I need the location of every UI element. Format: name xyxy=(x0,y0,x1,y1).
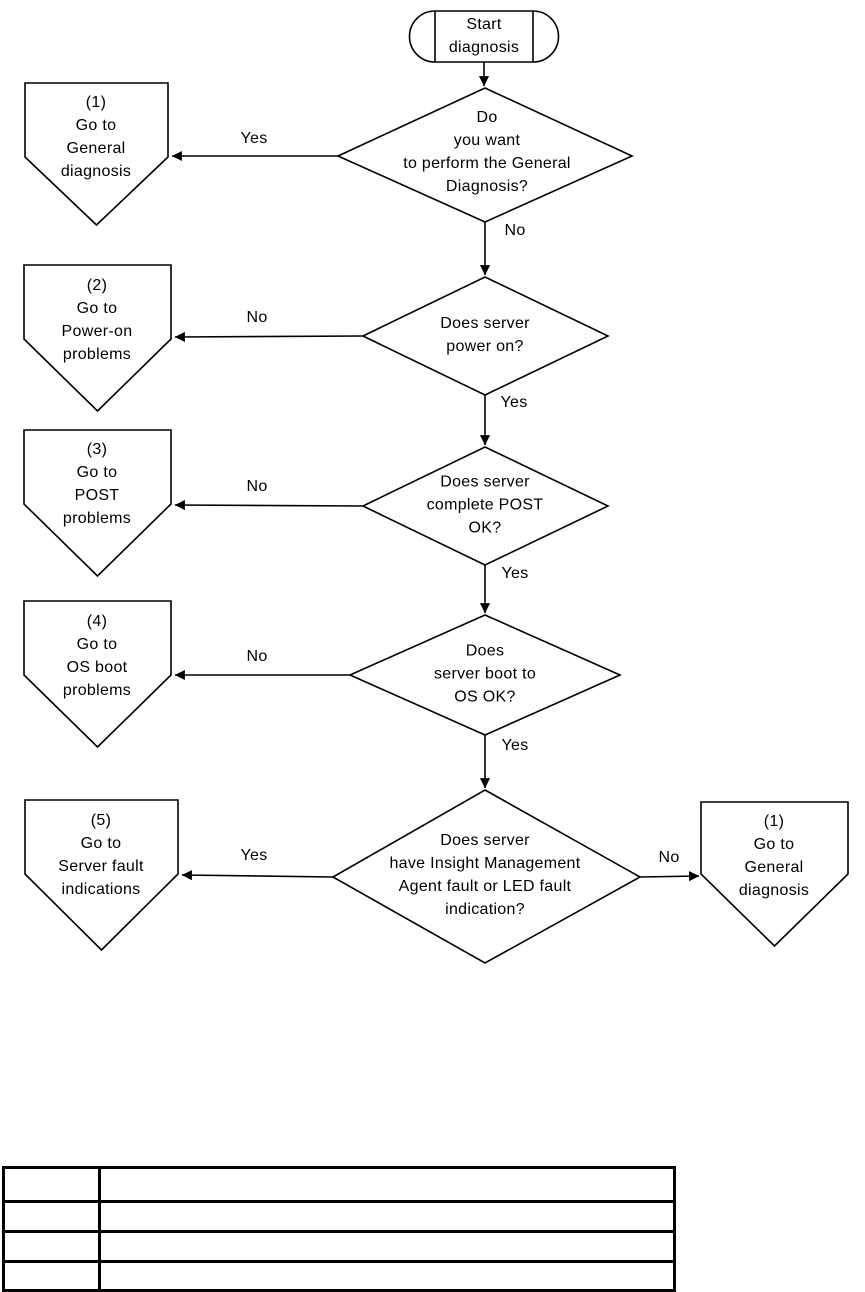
edge-d2-no-label: No xyxy=(246,309,268,326)
connector-2-shape xyxy=(23,264,172,413)
connector-4-shape xyxy=(23,600,172,749)
connector-3-text: (3) Go to POST problems xyxy=(62,441,132,527)
edge-d5-no-line xyxy=(639,871,700,882)
reference-table xyxy=(2,1166,676,1292)
start-label: Start diagnosis xyxy=(448,16,520,56)
edge-d5-no-label: No xyxy=(658,849,680,866)
decision-4-text: Does server boot to OS OK? xyxy=(433,642,537,706)
table-cell xyxy=(5,1263,101,1289)
connector-1-shape xyxy=(24,82,169,227)
table-cell xyxy=(5,1203,101,1233)
decision-5-text: Does server have Insight Management Agen… xyxy=(389,832,581,918)
table-cell xyxy=(101,1233,673,1263)
table-cell xyxy=(101,1203,673,1233)
table-cell xyxy=(101,1263,673,1289)
edge-d1-yes-label: Yes xyxy=(240,130,268,147)
decision-1-text: Do you want to perform the General Diagn… xyxy=(403,109,571,195)
edge-d1-no-label: No xyxy=(504,222,526,239)
decision-2-text: Does server power on? xyxy=(440,315,530,355)
decision-5-shape xyxy=(331,789,642,964)
edge-d5-yes-label: Yes xyxy=(240,847,268,864)
edge-d3-yes-label: Yes xyxy=(501,565,529,582)
connector-6-text: (1) Go to General diagnosis xyxy=(738,813,810,899)
connector-4-text: (4) Go to OS boot problems xyxy=(62,613,132,699)
edge-d4-no-label: No xyxy=(246,648,268,665)
edge-d4-yes-label: Yes xyxy=(501,737,529,754)
edge-d3-no-label: No xyxy=(246,478,268,495)
table-cell xyxy=(5,1169,101,1203)
edge-d3-no-line xyxy=(174,499,364,511)
edge-d5-yes-line xyxy=(181,870,334,881)
table-cell xyxy=(101,1169,673,1203)
connector-1-text: (1) Go to General diagnosis xyxy=(60,94,132,180)
edge-d2-no-line xyxy=(174,331,364,343)
table-cell xyxy=(5,1233,101,1263)
connector-3-shape xyxy=(23,429,172,578)
connector-5-text: (5) Go to Server fault indications xyxy=(58,812,144,898)
edge-d2-yes-label: Yes xyxy=(500,394,528,411)
connector-6-shape xyxy=(700,801,849,948)
decision-3-text: Does server complete POST OK? xyxy=(426,473,544,537)
connector-2-text: (2) Go to Power-on problems xyxy=(61,277,133,363)
connector-5-shape xyxy=(24,799,179,952)
